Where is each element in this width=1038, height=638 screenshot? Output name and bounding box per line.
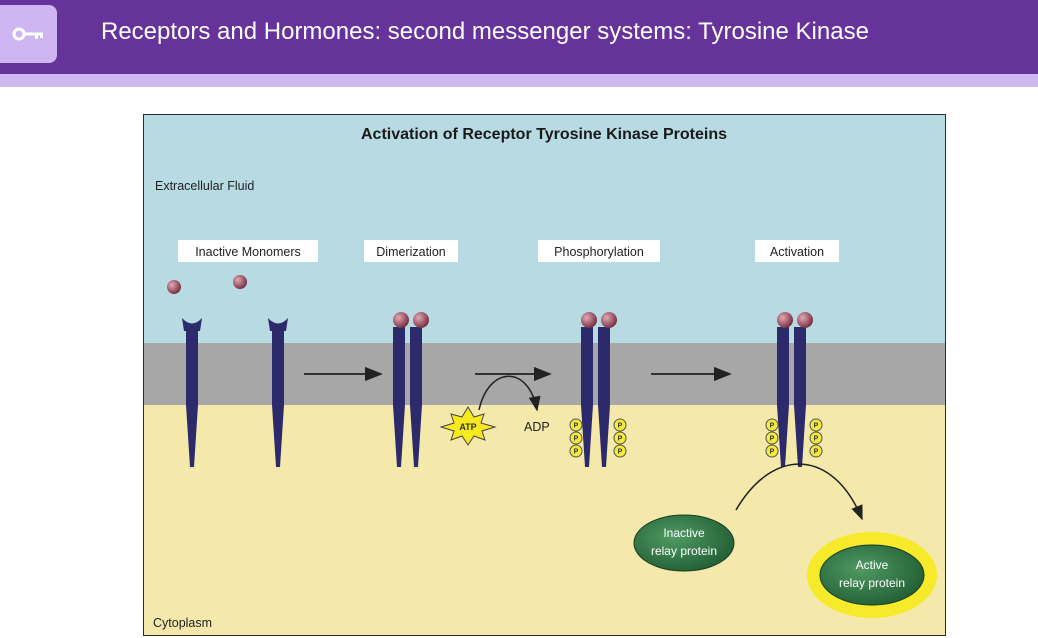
diagram-canvas: Activation of Receptor Tyrosine Kinase P… (144, 115, 945, 635)
rtk-diagram: Activation of Receptor Tyrosine Kinase P… (143, 114, 946, 636)
page-title: Receptors and Hormones: second messenger… (101, 18, 869, 45)
stage-label-box-inactive (178, 240, 318, 262)
diagram-title: Activation of Receptor Tyrosine Kinase P… (361, 126, 727, 143)
active-relay-protein (819, 544, 925, 606)
header-bar (0, 0, 1038, 74)
receptor-monomer (268, 318, 288, 467)
adp-label: ADP (524, 420, 550, 434)
key-icon (12, 27, 43, 41)
svg-text:P: P (770, 436, 775, 443)
phosphate-group: P P P P P P (569, 418, 627, 458)
active-relay-label-line2: relay protein (839, 576, 905, 590)
receptor-dimer (393, 327, 422, 467)
svg-text:P: P (618, 436, 623, 443)
receptor-monomer (182, 318, 202, 467)
svg-text:P: P (574, 436, 579, 443)
stage-label-dimerization: Dimerization (376, 245, 446, 259)
svg-text:P: P (814, 449, 819, 456)
inactive-relay-label-line2: relay protein (651, 544, 717, 558)
svg-text:P: P (814, 423, 819, 430)
extracellular-label: Extracellular Fluid (155, 179, 254, 193)
stage-label-activation: Activation (770, 245, 824, 259)
ligand (393, 312, 409, 328)
stage-label-box-activation (755, 240, 839, 262)
svg-text:P: P (814, 436, 819, 443)
key-icon-tile (0, 5, 57, 63)
svg-text:P: P (770, 423, 775, 430)
svg-text:P: P (618, 449, 623, 456)
svg-text:P: P (574, 423, 579, 430)
svg-text:P: P (574, 449, 579, 456)
header-accent-strip (0, 74, 1038, 87)
stage-label-phosphorylation: Phosphorylation (554, 245, 644, 259)
ligand (413, 312, 429, 328)
active-relay-label-line1: Active (856, 558, 889, 572)
atp-label: ATP (459, 422, 476, 432)
inactive-relay-protein (633, 514, 735, 572)
activation-arrow (735, 463, 863, 521)
ligand (601, 312, 617, 328)
inactive-relay-label-line1: Inactive (663, 526, 705, 540)
svg-text:P: P (770, 449, 775, 456)
stage-label-box-phosphorylation (538, 240, 660, 262)
stage-label-inactive: Inactive Monomers (195, 245, 301, 259)
ligand (581, 312, 597, 328)
svg-text:P: P (618, 423, 623, 430)
cytoplasm-label: Cytoplasm (153, 616, 212, 630)
receptor-dimer (581, 327, 610, 467)
receptor-dimer (777, 327, 806, 467)
stage-label-box-dimerization (364, 240, 458, 262)
ligand (777, 312, 793, 328)
extracellular-region (144, 115, 945, 343)
ligand (233, 275, 247, 289)
ligand (797, 312, 813, 328)
atp-adp-arrow (478, 375, 541, 412)
atp-star (439, 406, 497, 446)
phosphate-group: P P P P P P (765, 418, 823, 458)
ligand (167, 280, 181, 294)
